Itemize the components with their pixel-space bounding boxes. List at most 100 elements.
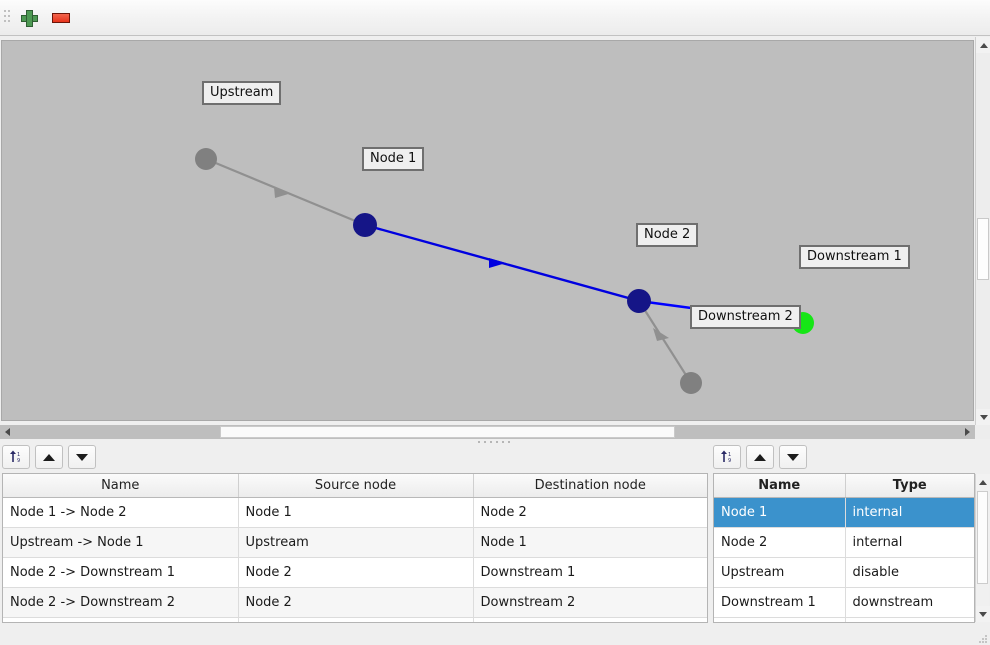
table-row[interactable]: Node 1 internal [714, 497, 974, 528]
triangle-up-icon [43, 453, 55, 461]
graph-node-node2 [627, 289, 651, 313]
chevron-up-icon [979, 42, 988, 48]
empty-cell [473, 618, 707, 623]
nodes-pane: 1 9 Name Type [711, 443, 990, 625]
nodes-cell-name: Downstream 1 [714, 587, 846, 618]
graph-horizontal-scrollbar[interactable] [0, 425, 975, 439]
nodes-table-container[interactable]: Name Type Node 1 internal Node 2 interna… [713, 473, 975, 623]
status-bar [0, 627, 990, 645]
edges-move-up-button[interactable] [35, 445, 63, 469]
remove-node-button[interactable] [48, 6, 74, 30]
svg-text:1: 1 [728, 452, 731, 458]
chevron-left-icon [5, 428, 10, 436]
table-row[interactable]: Upstream -> Node 1 Upstream Node 1 [3, 527, 707, 558]
nodes-table: Name Type Node 1 internal Node 2 interna… [714, 474, 974, 623]
edges-move-down-button[interactable] [68, 445, 96, 469]
scroll-up-button[interactable] [976, 37, 990, 53]
edges-table-container[interactable]: Name Source node Destination node Node 1… [2, 473, 708, 623]
graph-panel: Upstream Node 1 Node 2 Downstream 1 Down… [0, 37, 990, 425]
empty-cell [238, 617, 474, 622]
chevron-down-icon [979, 414, 988, 420]
chevron-up-icon [979, 479, 987, 485]
scroll-right-button[interactable] [960, 425, 975, 439]
graph-canvas[interactable]: Upstream Node 1 Node 2 Downstream 1 Down… [1, 40, 974, 421]
nodes-cell-name: Node 2 [714, 527, 846, 558]
horizontal-scroll-track[interactable] [15, 425, 960, 439]
edges-table: Name Source node Destination node Node 1… [3, 474, 707, 623]
nodes-table-empty-row[interactable] [714, 617, 974, 623]
edges-cell-destination: Downstream 2 [473, 587, 707, 618]
nodes-table-header-row: Name Type [714, 474, 974, 498]
panel-splitter[interactable] [0, 439, 990, 447]
edges-column-header-name[interactable]: Name [3, 474, 239, 498]
main-toolbar [0, 0, 990, 36]
graph-label-downstream2[interactable]: Downstream 2 [690, 305, 801, 329]
edges-cell-name: Node 2 -> Downstream 1 [3, 557, 239, 588]
edges-cell-name: Upstream -> Node 1 [3, 527, 239, 558]
sort-ascending-icon: 1 9 [8, 449, 24, 465]
edges-column-header-destination[interactable]: Destination node [473, 474, 707, 498]
edges-cell-source: Upstream [238, 527, 474, 558]
scroll-down-button[interactable] [976, 409, 990, 425]
plus-icon [20, 9, 38, 27]
nodes-move-down-button[interactable] [779, 445, 807, 469]
nodes-cell-name: Upstream [714, 557, 846, 588]
nodes-cell-type: internal [845, 527, 974, 558]
nodes-sort-button[interactable]: 1 9 [713, 445, 741, 469]
vertical-scroll-track[interactable] [976, 53, 990, 409]
table-row[interactable]: Node 1 -> Node 2 Node 1 Node 2 [3, 497, 707, 528]
nodes-column-header-type[interactable]: Type [845, 474, 974, 498]
svg-text:9: 9 [17, 458, 20, 464]
sort-ascending-icon: 1 9 [719, 449, 735, 465]
edges-cell-source: Node 2 [238, 587, 474, 618]
nodes-cell-type: downstream [845, 587, 974, 618]
graph-label-node2[interactable]: Node 2 [636, 223, 699, 247]
chevron-right-icon [965, 428, 970, 436]
nodes-cell-type: disable [845, 557, 974, 588]
nodes-scroll-down-button[interactable] [976, 606, 990, 622]
horizontal-scroll-thumb[interactable] [220, 426, 675, 438]
table-row[interactable]: Downstream 1 downstream [714, 587, 974, 618]
edges-pane: 1 9 Name Source node Destination [0, 443, 710, 625]
resize-grip[interactable] [979, 635, 987, 643]
triangle-down-icon [76, 453, 88, 461]
svg-text:9: 9 [728, 458, 731, 464]
table-row[interactable]: Upstream disable [714, 557, 974, 588]
edges-sort-button[interactable]: 1 9 [2, 445, 30, 469]
toolbar-drag-handle[interactable] [4, 10, 11, 26]
graph-node-downstream2 [680, 372, 702, 394]
edge-node1-node2 [364, 223, 640, 303]
edges-cell-name: Node 1 -> Node 2 [3, 497, 239, 528]
table-row[interactable]: Node 2 -> Downstream 2 Node 2 Downstream… [3, 587, 707, 618]
table-row[interactable]: Node 2 internal [714, 527, 974, 558]
edges-column-header-source[interactable]: Source node [238, 474, 474, 498]
nodes-scroll-up-button[interactable] [976, 474, 990, 490]
chevron-down-icon [979, 611, 987, 617]
graph-label-node1[interactable]: Node 1 [362, 147, 425, 171]
empty-cell [845, 618, 974, 623]
graph-label-downstream1[interactable]: Downstream 1 [799, 245, 910, 269]
graph-label-upstream[interactable]: Upstream [202, 81, 282, 105]
empty-cell [3, 617, 239, 622]
nodes-cell-type: internal [845, 497, 974, 528]
nodes-table-scrollbar[interactable] [975, 474, 990, 622]
splitter-grip [478, 441, 512, 444]
nodes-column-header-name[interactable]: Name [714, 474, 846, 498]
edges-cell-destination: Node 1 [473, 527, 707, 558]
nodes-scroll-thumb[interactable] [977, 491, 988, 584]
vertical-scroll-thumb[interactable] [977, 218, 989, 280]
table-row[interactable]: Node 2 -> Downstream 1 Node 2 Downstream… [3, 557, 707, 588]
triangle-down-icon [787, 453, 799, 461]
edges-cell-name: Node 2 -> Downstream 2 [3, 587, 239, 618]
edges-cell-source: Node 1 [238, 497, 474, 528]
minus-icon [52, 13, 70, 23]
svg-text:1: 1 [17, 452, 20, 458]
edges-cell-destination: Node 2 [473, 497, 707, 528]
edges-table-empty-row[interactable] [3, 617, 707, 623]
edges-cell-destination: Downstream 1 [473, 557, 707, 588]
graph-vertical-scrollbar[interactable] [975, 37, 990, 425]
add-node-button[interactable] [16, 6, 42, 30]
scroll-left-button[interactable] [0, 425, 15, 439]
nodes-move-up-button[interactable] [746, 445, 774, 469]
